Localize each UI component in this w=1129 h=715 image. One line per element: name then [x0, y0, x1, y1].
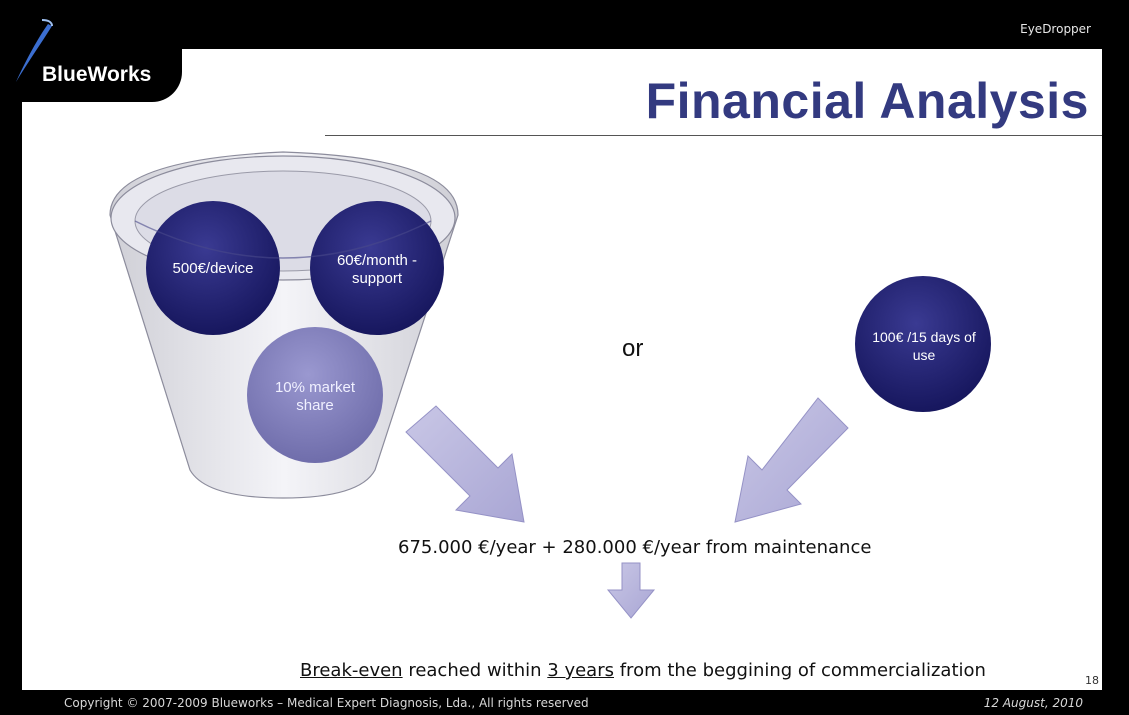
app-name: EyeDropper	[1020, 22, 1091, 36]
circle-device	[146, 201, 280, 335]
blueworks-logo-icon	[16, 19, 53, 82]
conclusion-middle: reached within	[402, 660, 548, 681]
circle-market-share-label: 10% market share	[274, 379, 356, 414]
or-word: or	[622, 335, 644, 362]
funnel-rim-front	[134, 220, 432, 259]
circle-device-label: 500€/device	[172, 260, 254, 277]
footer-date: 12 August, 2010	[983, 696, 1083, 710]
revenue-text: 675.000 €/year + 280.000 €/year from mai…	[398, 537, 872, 558]
footer-copyright: Copyright © 2007-2009 Blueworks – Medica…	[64, 696, 589, 710]
circle-market-share	[247, 327, 383, 463]
conclusion-text: Break-even reached within 3 years from t…	[300, 660, 986, 681]
break-even-term: Break-even	[300, 660, 403, 681]
conclusion-end: from the beggining of commercialization	[614, 660, 986, 681]
arrow-rental-down	[734, 397, 849, 523]
circle-support-label: 60€/month - support	[336, 252, 418, 287]
circle-rental-label: 100€ /15 days of use	[872, 329, 976, 363]
page-number: 18	[1085, 674, 1099, 687]
slide-title: Financial Analysis	[645, 73, 1089, 129]
arrow-to-conclusion	[606, 562, 656, 619]
title-divider	[325, 135, 1102, 136]
logo-box	[0, 40, 182, 102]
circle-support	[310, 201, 444, 335]
circle-rental	[855, 276, 991, 412]
arrow-funnel-down	[405, 405, 525, 523]
logo-text: BlueWorks	[42, 63, 152, 86]
years-term: 3 years	[547, 660, 614, 681]
